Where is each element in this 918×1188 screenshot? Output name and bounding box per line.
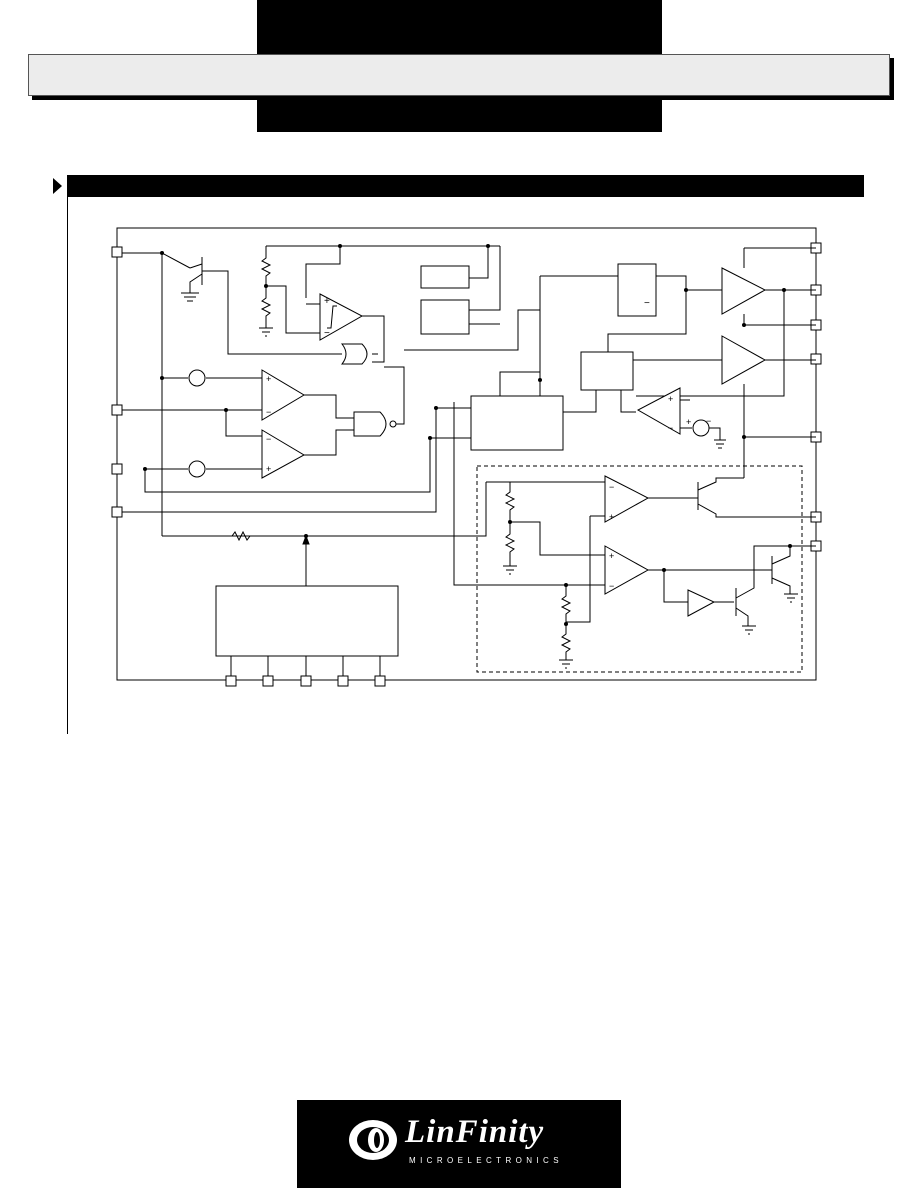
ea1-plus-sign: +: [266, 374, 271, 384]
ea1-minus-sign: −: [266, 407, 271, 417]
linfinity-logo: LinFinity MICROELECTRONICS: [297, 1100, 621, 1188]
pin-left-4: [111, 506, 123, 518]
bias-network: [162, 530, 399, 676]
section-marker-icon: [53, 178, 62, 194]
ea2-minus-sign: −: [266, 434, 271, 444]
comp-minus-sign: −: [324, 328, 330, 339]
output-drivers: [636, 247, 816, 478]
pin-right-4: [810, 353, 822, 365]
pin-bottom-4: [337, 675, 349, 687]
header-bottom-block: [257, 100, 662, 132]
comparator-hysteresis: + −: [259, 245, 500, 365]
block-minus-sign: −: [644, 298, 650, 309]
sd-amp2-minus-sign: −: [609, 581, 614, 591]
ref-source-minus-sign: −: [706, 416, 711, 426]
pin-bottom-2: [262, 675, 274, 687]
sd-amp1-minus-sign: −: [609, 482, 614, 492]
pin-left-2: [111, 404, 123, 416]
pin-left-3: [111, 463, 123, 475]
ref-amp-plus-sign: +: [668, 394, 673, 404]
ref-source-plus-sign: +: [686, 417, 691, 427]
sd-amp2-plus-sign: +: [609, 551, 614, 561]
header-band: [28, 54, 890, 96]
comp-plus-sign: +: [324, 296, 330, 307]
top-center-boxes: [420, 246, 501, 335]
pin-left-1: [111, 246, 123, 258]
reference-amp: + − + −: [636, 387, 726, 449]
logo-name: LinFinity: [405, 1114, 545, 1150]
sd-amp1-plus-sign: +: [609, 512, 614, 522]
section-title-bar: [67, 175, 864, 197]
pin-bottom-3: [300, 675, 312, 687]
header-top-block: [257, 0, 662, 54]
junction-dots: [143, 244, 792, 626]
logic-block: −: [122, 263, 722, 513]
pin-bottom-5: [374, 675, 386, 687]
ref-amp-minus-sign: −: [668, 423, 673, 433]
left-rule: [67, 197, 68, 734]
ea2-plus-sign: +: [266, 464, 271, 474]
pin-bottom-1: [225, 675, 237, 687]
logo-subtitle: MICROELECTRONICS: [409, 1156, 563, 1165]
linfinity-swirl-icon: [349, 1120, 397, 1160]
frame-wires: [116, 227, 817, 681]
error-amps: + − − +: [122, 366, 405, 479]
